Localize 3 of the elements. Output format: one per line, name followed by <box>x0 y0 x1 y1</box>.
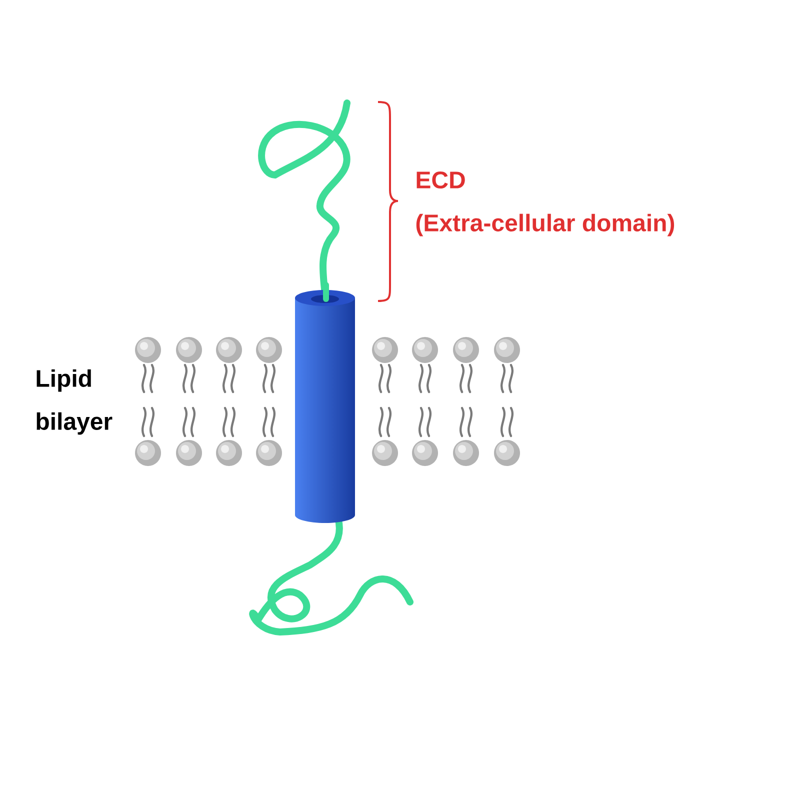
domain-label: (Extra-cellular domain) <box>416 214 674 236</box>
bilayer-label: Lipid bilayer <box>36 369 112 435</box>
domain-label: ECD <box>416 172 465 188</box>
